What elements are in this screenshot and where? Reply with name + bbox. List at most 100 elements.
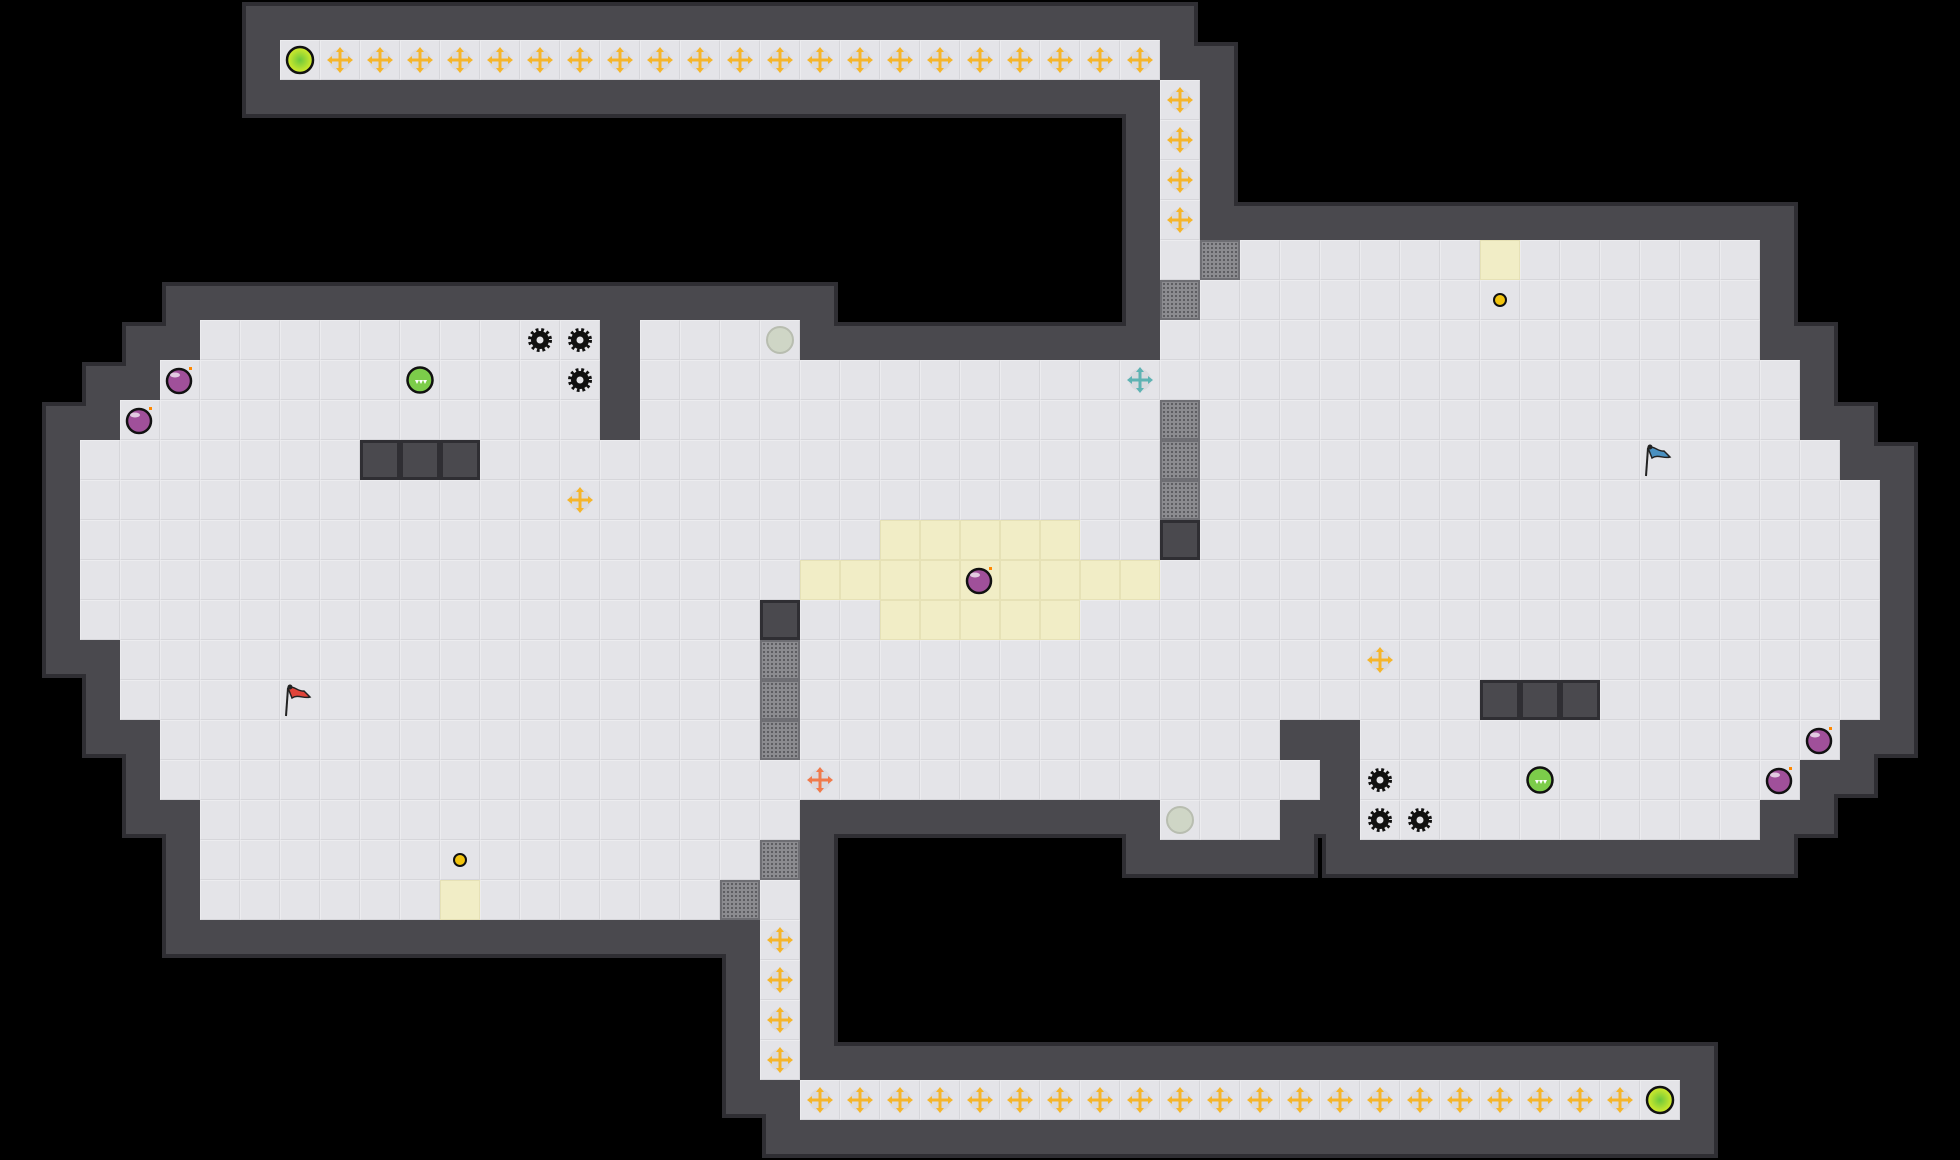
plus-arrows-icon [920,40,960,80]
floor-tile [1560,560,1600,600]
floor-tile [640,880,680,920]
plus-arrows-icon [640,40,680,80]
floor-tile [1720,560,1760,600]
floor-tile [480,600,520,640]
floor-tile [840,600,880,640]
grate-tile [1200,240,1240,280]
floor-tile [720,680,760,720]
floor-tile [1680,440,1720,480]
floor-tile [1680,800,1720,840]
floor-tile [640,360,680,400]
floor-tile [160,560,200,600]
highlight-tile [440,880,480,920]
floor-tile [1240,760,1280,800]
green-ball-icon [1520,760,1560,800]
floor-tile [1600,760,1640,800]
floor-tile [1760,680,1800,720]
floor-tile [920,360,960,400]
floor-tile [920,720,960,760]
plus-arrows-icon [600,40,640,80]
floor-tile [120,560,160,600]
floor-tile [560,840,600,880]
plus-arrows-icon [800,1080,840,1120]
floor-tile [240,520,280,560]
floor-tile [120,600,160,640]
floor-tile [1120,600,1160,640]
floor-tile [800,720,840,760]
floor-tile [120,520,160,560]
floor-tile [200,880,240,920]
floor-tile [200,520,240,560]
plus-arrows-icon [1080,1080,1120,1120]
floor-tile [1560,360,1600,400]
floor-tile [280,560,320,600]
floor-tile [280,400,320,440]
floor-tile [1200,600,1240,640]
floor-tile [1440,640,1480,680]
plus-arrows-icon [320,40,360,80]
floor-tile [240,400,280,440]
floor-tile [760,520,800,560]
orange-plus-arrows-icon [800,760,840,800]
floor-tile [160,480,200,520]
floor-tile [600,520,640,560]
floor-tile [80,440,120,480]
floor-tile [600,800,640,840]
floor-tile [200,440,240,480]
floor-tile [640,600,680,640]
floor-tile [800,440,840,480]
floor-tile [1640,360,1680,400]
floor-tile [1080,520,1120,560]
floor-tile [1760,400,1800,440]
plus-arrows-icon [1240,1080,1280,1120]
floor-tile [440,560,480,600]
floor-tile [1080,680,1120,720]
floor-tile [1400,360,1440,400]
floor-tile [200,800,240,840]
floor-tile [1440,680,1480,720]
floor-tile [1520,280,1560,320]
floor-tile [1600,800,1640,840]
floor-tile [880,640,920,680]
floor-tile [1040,640,1080,680]
floor-tile [1280,760,1320,800]
floor-tile [360,880,400,920]
floor-tile [880,720,920,760]
floor-tile [560,760,600,800]
floor-tile [1360,400,1400,440]
floor-tile [1040,400,1080,440]
floor-tile [1840,520,1880,560]
floor-tile [880,480,920,520]
floor-tile [1480,360,1520,400]
floor-tile [1440,600,1480,640]
floor-tile [320,640,360,680]
plus-arrows-icon [1040,1080,1080,1120]
floor-tile [1280,600,1320,640]
floor-tile [1280,240,1320,280]
floor-tile [800,480,840,520]
floor-tile [640,680,680,720]
floor-tile [1320,560,1360,600]
floor-tile [520,880,560,920]
floor-tile [200,720,240,760]
floor-tile [1720,440,1760,480]
floor-tile [840,640,880,680]
wall-block [440,440,480,480]
floor-tile [80,480,120,520]
floor-tile [1240,440,1280,480]
floor-tile [1080,720,1120,760]
floor-tile [200,640,240,680]
floor-tile [1080,640,1120,680]
floor-tile [1800,440,1840,480]
floor-tile [1160,240,1200,280]
floor-tile [1000,640,1040,680]
floor-tile [1680,360,1720,400]
floor-tile [1600,400,1640,440]
floor-tile [320,880,360,920]
wall-block [760,600,800,640]
floor-tile [1760,600,1800,640]
floor-tile [400,560,440,600]
floor-tile [520,720,560,760]
floor-tile [360,800,400,840]
grate-tile [760,640,800,680]
